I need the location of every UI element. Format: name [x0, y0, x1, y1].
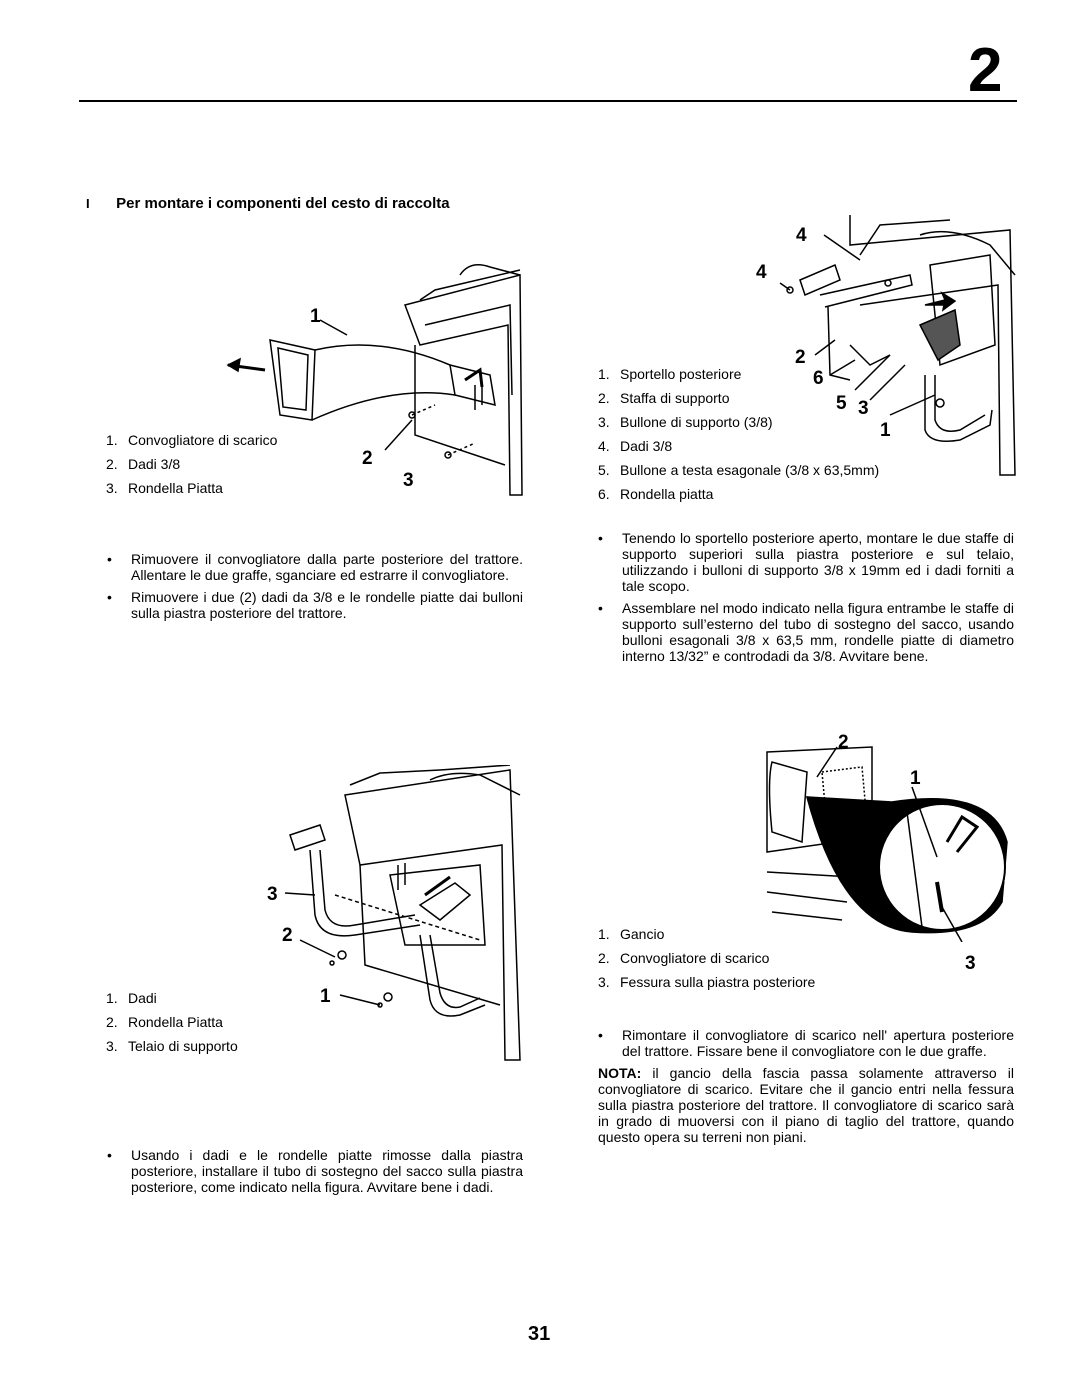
figure3-instructions: Usando i dadi e le rondelle piatte rimos…: [107, 1147, 523, 1201]
figure4-illustration: [766, 746, 1008, 942]
figure2-callout-4a: 4: [796, 225, 807, 246]
legend-item: 3.Rondella Piatta: [106, 480, 223, 496]
language-marker: I: [86, 196, 90, 211]
figure3-callout-1: 1: [320, 986, 331, 1007]
figure3-callout-2: 2: [282, 925, 293, 946]
figure2-instructions: Tenendo lo sportello posteriore aperto, …: [598, 530, 1014, 670]
bullet-item: Rimuovere i due (2) dadi da 3/8 e le ron…: [107, 589, 523, 621]
figure1-illustration: [226, 264, 523, 496]
figure2-legend: 1.Sportello posteriore 2.Staffa di suppo…: [598, 362, 879, 506]
section-title: Per montare i componenti del cesto di ra…: [116, 195, 450, 212]
figure2-callout-3: 3: [858, 398, 869, 419]
figure1-callout-2: 2: [362, 448, 373, 469]
figure3-illustration: [284, 765, 521, 1061]
figure4-callout-2: 2: [838, 732, 849, 753]
section-heading: I Per montare i componenti del cesto di …: [86, 195, 450, 212]
figure4-callout-3: 3: [965, 953, 976, 974]
page-number: 31: [528, 1323, 551, 1345]
figure2-callout-1: 1: [880, 420, 891, 441]
legend-item: 2.Dadi 3/8: [106, 456, 181, 472]
figure2-callout-4b: 4: [756, 262, 767, 283]
figure4-callout-1: 1: [910, 768, 921, 789]
figure2-callout-2: 2: [795, 347, 806, 368]
legend-item: 1.Dadi: [106, 990, 157, 1006]
bullet-item: Usando i dadi e le rondelle piatte rimos…: [107, 1147, 523, 1195]
chapter-number: 2: [968, 36, 1003, 105]
bullet-item: Tenendo lo sportello posteriore aperto, …: [598, 530, 1014, 594]
figure2-callout-5: 5: [836, 393, 847, 414]
figure1-legend: 1.Convogliatore di scarico 2.Dadi 3/8 3.…: [106, 428, 277, 500]
legend-item: 3.Bullone di supporto (3/8): [598, 414, 773, 430]
legend-item: 1.Convogliatore di scarico: [106, 432, 278, 448]
note-paragraph: NOTA: il gancio della fascia passa solam…: [598, 1065, 1014, 1145]
note-text: il gancio della fascia passa solamente a…: [598, 1065, 1014, 1145]
legend-item: 5.Bullone a testa esagonale (3/8 x 63,5m…: [598, 462, 880, 478]
header-rule: [79, 100, 1017, 102]
figure1-callout-1: 1: [310, 306, 321, 327]
figure3-callout-3: 3: [267, 884, 278, 905]
bullet-item: Rimontare il convogliatore di scarico ne…: [598, 1027, 1014, 1059]
figure2-callout-6: 6: [813, 368, 824, 389]
figure1-callout-3: 3: [403, 470, 414, 491]
legend-item: 4.Dadi 3/8: [598, 438, 673, 454]
legend-item: 1.Sportello posteriore: [598, 366, 742, 382]
bullet-item: Rimuovere il convogliatore dalla parte p…: [107, 551, 523, 583]
legend-item: 6.Rondella piatta: [598, 486, 714, 502]
legend-item: 3.Telaio di supporto: [106, 1038, 238, 1054]
bullet-item: Assemblare nel modo indicato nella figur…: [598, 600, 1014, 664]
note-label: NOTA:: [598, 1065, 642, 1081]
figure2-illustration: [779, 215, 1016, 476]
legend-item: 2.Convogliatore di scarico: [598, 950, 770, 966]
legend-item: 2.Rondella Piatta: [106, 1014, 223, 1030]
figure3-legend: 1.Dadi 2.Rondella Piatta 3.Telaio di sup…: [106, 986, 238, 1058]
figure4-legend: 1.Gancio 2.Convogliatore di scarico 3.Fe…: [598, 922, 815, 994]
figure1-instructions: Rimuovere il convogliatore dalla parte p…: [107, 551, 523, 627]
legend-item: 1.Gancio: [598, 926, 665, 942]
legend-item: 2.Staffa di supporto: [598, 390, 730, 406]
legend-item: 3.Fessura sulla piastra posteriore: [598, 974, 816, 990]
figure4-instructions: Rimontare il convogliatore di scarico ne…: [598, 1027, 1014, 1145]
